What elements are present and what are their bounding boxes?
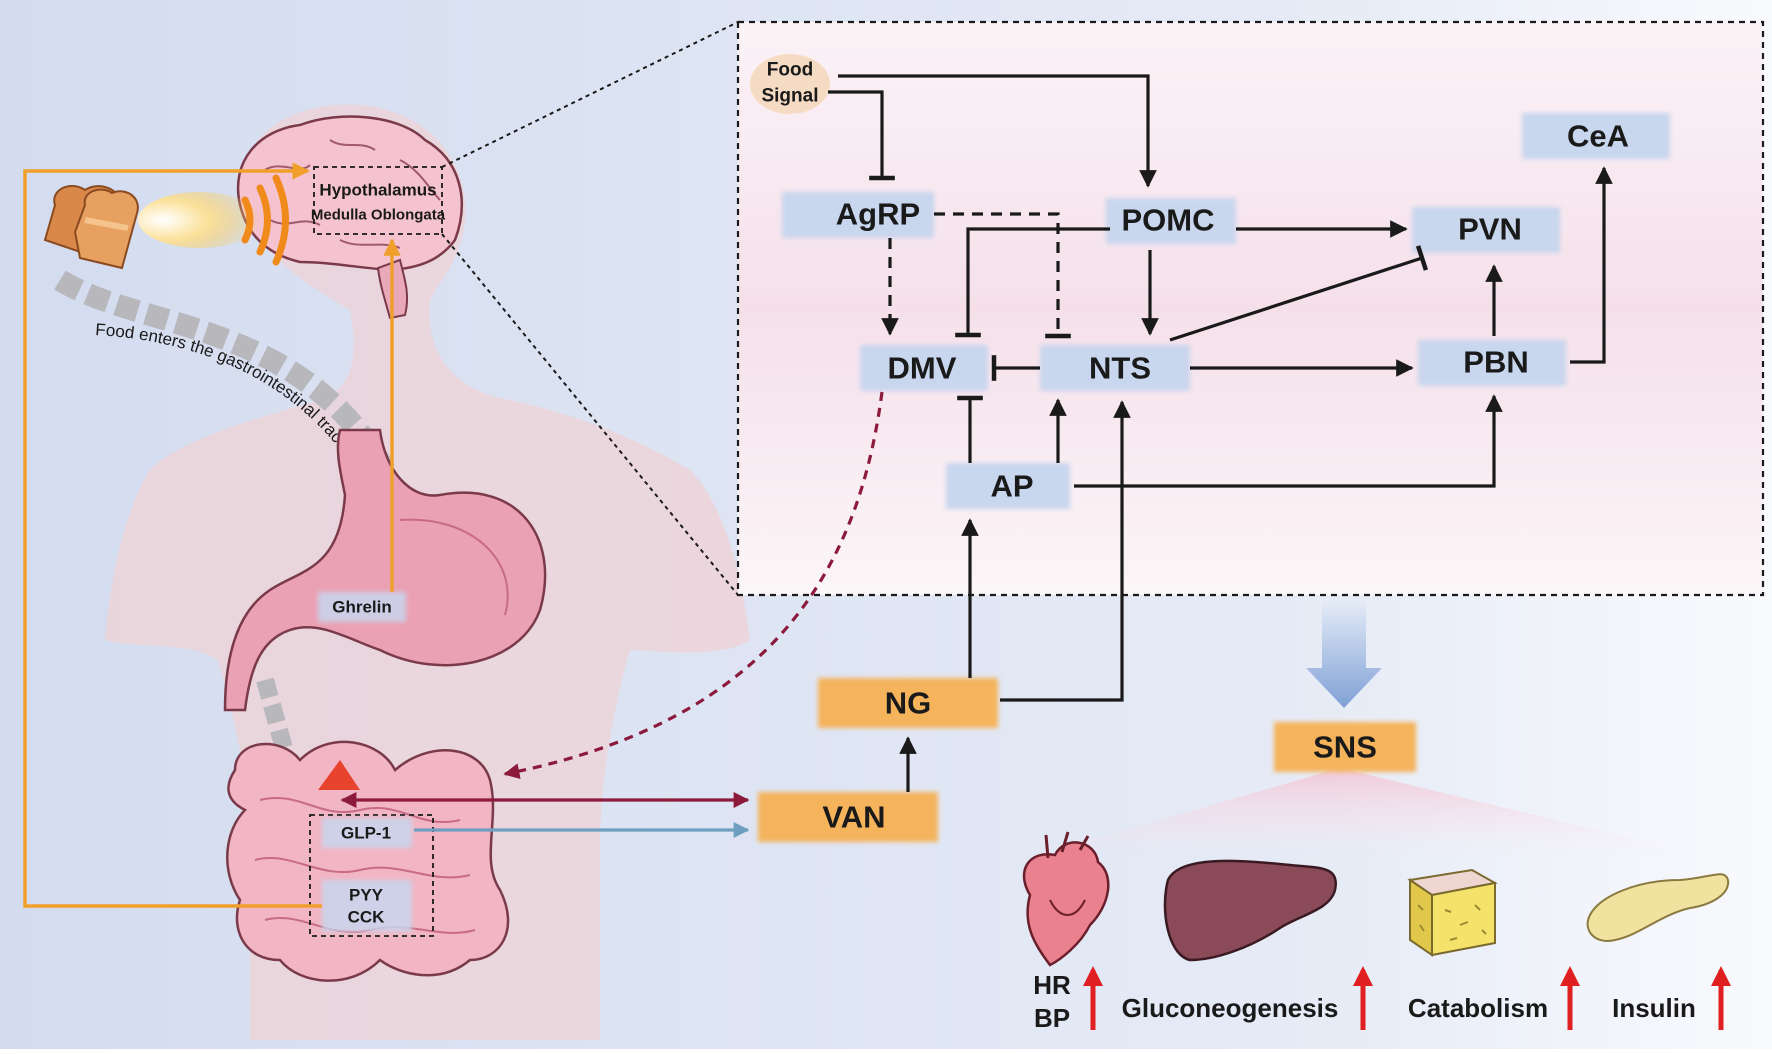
sns-label: SNS [1313, 730, 1377, 765]
food-signal-label-line1: Food [767, 60, 813, 81]
ghrelin-box [318, 592, 406, 622]
pbn-label: PBN [1463, 345, 1528, 380]
brain-region-box [313, 166, 443, 235]
sns-effects-fan [1040, 768, 1700, 855]
food-signal-glow [750, 54, 830, 114]
agrp-inhibits-nts-dashed [934, 212, 1071, 339]
pyy-cck-box [322, 880, 412, 932]
stomach-icon [223, 428, 547, 712]
foodsignal-to-pomc-arrow [838, 74, 1157, 188]
intestine-icon [226, 740, 510, 982]
pyy-label: PYY [349, 886, 384, 905]
adipose-tissue-icon [1407, 868, 1498, 957]
ap-label: AP [990, 469, 1033, 504]
ap-to-pbn-arrow [1074, 394, 1503, 488]
pyy-cck-to-brain-line [23, 162, 322, 908]
smell-glow [138, 192, 262, 248]
inset-panel [736, 20, 1765, 597]
ng-to-nts-arrow [1000, 400, 1131, 702]
stomach-to-gut-flow [256, 677, 299, 773]
effect-catabolism-label: Catabolism [1408, 993, 1548, 1023]
glp1-box [322, 818, 412, 848]
foodsignal-inhibits-agrp [828, 90, 895, 181]
liver-icon [1163, 859, 1338, 962]
signal-waves-icon [241, 174, 289, 266]
increase-arrows [1083, 966, 1731, 1030]
nts-inhibits-pvn [1169, 245, 1429, 342]
brain-label-hypothalamus: Hypothalamus [319, 181, 436, 200]
effect-gluconeogenesis-label: Gluconeogenesis [1122, 993, 1339, 1023]
cea-label: CeA [1567, 119, 1629, 154]
zoom-line-top [441, 21, 739, 168]
inset-nodes [782, 113, 1670, 509]
pomc-label: POMC [1122, 203, 1215, 238]
effect-bp-label: BP [1034, 1003, 1070, 1033]
effect-hr-label: HR [1033, 970, 1071, 1000]
sns-box [1274, 722, 1416, 772]
effect-insulin-label: Insulin [1612, 993, 1696, 1023]
pancreas-icon [1586, 873, 1730, 942]
ghrelin-label: Ghrelin [332, 598, 392, 617]
inset-to-sns-arrow [1306, 600, 1382, 708]
ng-label: NG [885, 686, 932, 721]
heart-icon [1022, 831, 1110, 967]
pomc-inhibits-dmv [955, 227, 1110, 338]
zoom-line-bottom [441, 233, 739, 596]
vagal-nodes [758, 678, 998, 842]
brain-label-medulla: Medulla Oblongata [311, 207, 446, 224]
van-label: VAN [822, 800, 885, 835]
food-path [54, 270, 395, 476]
food-signal-label-line2: Signal [761, 86, 818, 107]
nts-label: NTS [1089, 351, 1151, 386]
intestine-region-box [309, 814, 434, 937]
dmv-to-gut-dashed-arrow [503, 391, 884, 780]
lumen-triangle-icon [318, 760, 360, 790]
pbn-to-cea-arrow [1570, 166, 1613, 364]
dmv-label: DMV [888, 351, 957, 386]
glp1-label: GLP-1 [341, 824, 391, 843]
agrp-label: AgRP [836, 197, 920, 232]
cck-label: CCK [348, 908, 386, 927]
toast-bread-icon [43, 185, 139, 270]
pvn-label: PVN [1458, 212, 1522, 247]
